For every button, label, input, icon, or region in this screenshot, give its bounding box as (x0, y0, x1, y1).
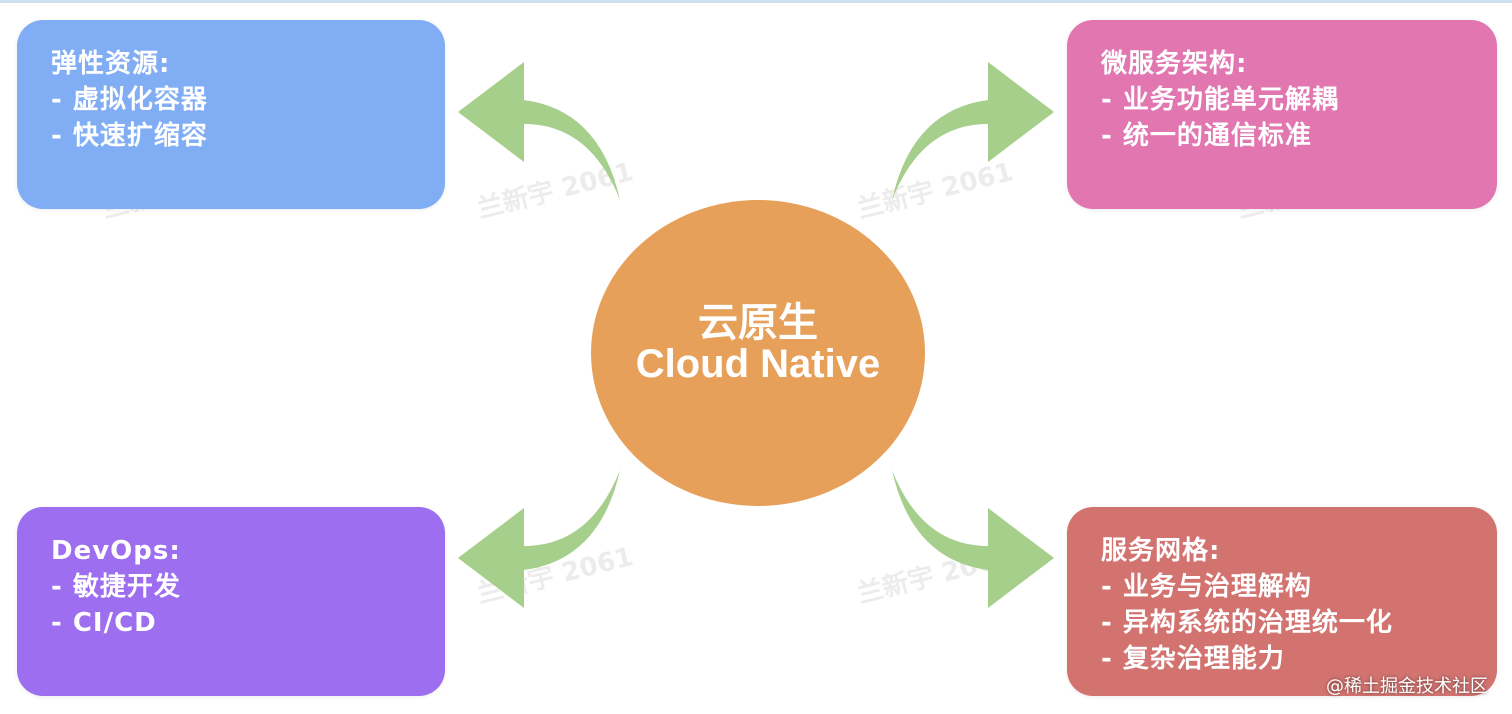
devops-box: DevOps: - 敏捷开发 - CI/CD (17, 507, 445, 696)
arrow-to-elastic (458, 62, 620, 200)
center-title-cn: 云原生 (698, 300, 818, 346)
arrow-to-mesh (892, 470, 1054, 608)
devops-title: DevOps: (51, 536, 181, 566)
cloud-native-circle: 云原生 Cloud Native (591, 200, 925, 506)
service-mesh-item: - 复杂治理能力 (1101, 644, 1285, 674)
microservice-architecture-box: 微服务架构: - 业务功能单元解耦 - 统一的通信标准 (1067, 20, 1497, 209)
devops-item: - 敏捷开发 (51, 572, 181, 602)
elastic-resources-box: 弹性资源: - 虚拟化容器 - 快速扩缩容 (17, 20, 445, 209)
service-mesh-item: - 业务与治理解构 (1101, 572, 1312, 602)
elastic-resources-item: - 快速扩缩容 (51, 121, 208, 151)
footer-credit: @稀土掘金技术社区 (1326, 676, 1488, 697)
service-mesh-title: 服务网格: (1101, 536, 1221, 566)
arrow-to-devops (458, 470, 620, 608)
top-border-line (0, 0, 1512, 3)
elastic-resources-item: - 虚拟化容器 (51, 85, 208, 115)
elastic-resources-title: 弹性资源: (51, 49, 171, 79)
devops-item: - CI/CD (51, 608, 157, 638)
microservice-architecture-item: - 业务功能单元解耦 (1101, 85, 1339, 115)
service-mesh-box: 服务网格: - 业务与治理解构 - 异构系统的治理统一化 - 复杂治理能力 (1067, 507, 1497, 696)
microservice-architecture-item: - 统一的通信标准 (1101, 121, 1312, 151)
service-mesh-item: - 异构系统的治理统一化 (1101, 608, 1393, 638)
center-title-en: Cloud Native (635, 342, 881, 386)
arrow-to-microservice (892, 62, 1054, 200)
microservice-architecture-title: 微服务架构: (1101, 49, 1248, 79)
